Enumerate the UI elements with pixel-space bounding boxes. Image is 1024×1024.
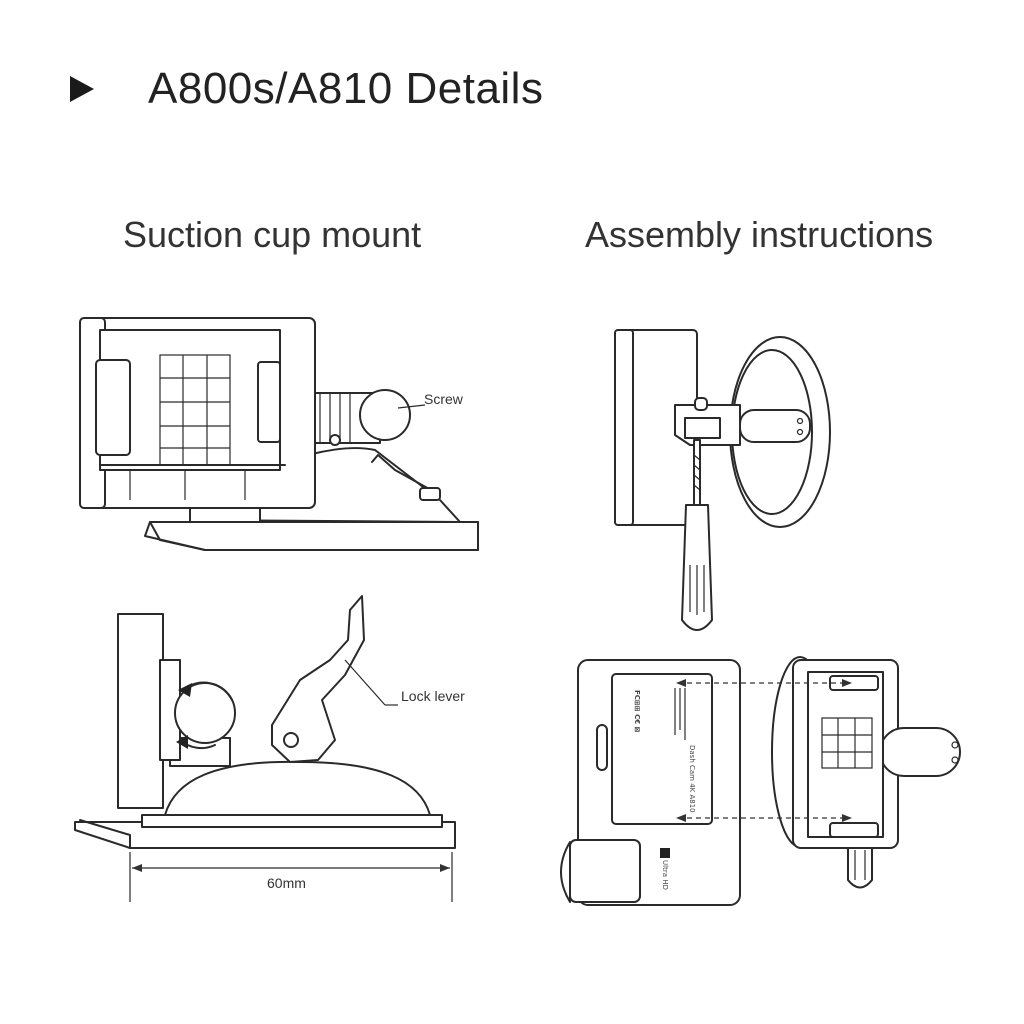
triangle-bullet-icon <box>70 76 94 102</box>
mount-front-view <box>79 317 479 551</box>
page-title: A800s/A810 Details <box>148 64 544 113</box>
mount-side-view <box>74 595 456 902</box>
assembly-screwdriver-view <box>614 329 831 631</box>
camera-model-label: Dash Cam 4K A810 <box>688 745 696 813</box>
assembly-camera-view: FC⊞⊞ C€ ⊠ Dash Cam 4K A810 Ultra HD <box>560 656 961 906</box>
ultra-hd-badge: Ultra HD <box>661 860 669 890</box>
header: A800s/A810 Details <box>70 64 543 114</box>
section-title-assembly-instructions: Assembly instructions <box>585 214 934 255</box>
section-title-suction-cup-mount: Suction cup mount <box>123 214 422 255</box>
lock-lever-label: Lock lever <box>401 688 465 704</box>
screw-label: Screw <box>424 391 464 407</box>
width-dimension-label: 60mm <box>267 875 306 891</box>
certification-marks: FC⊞⊞ C€ ⊠ <box>633 690 641 732</box>
